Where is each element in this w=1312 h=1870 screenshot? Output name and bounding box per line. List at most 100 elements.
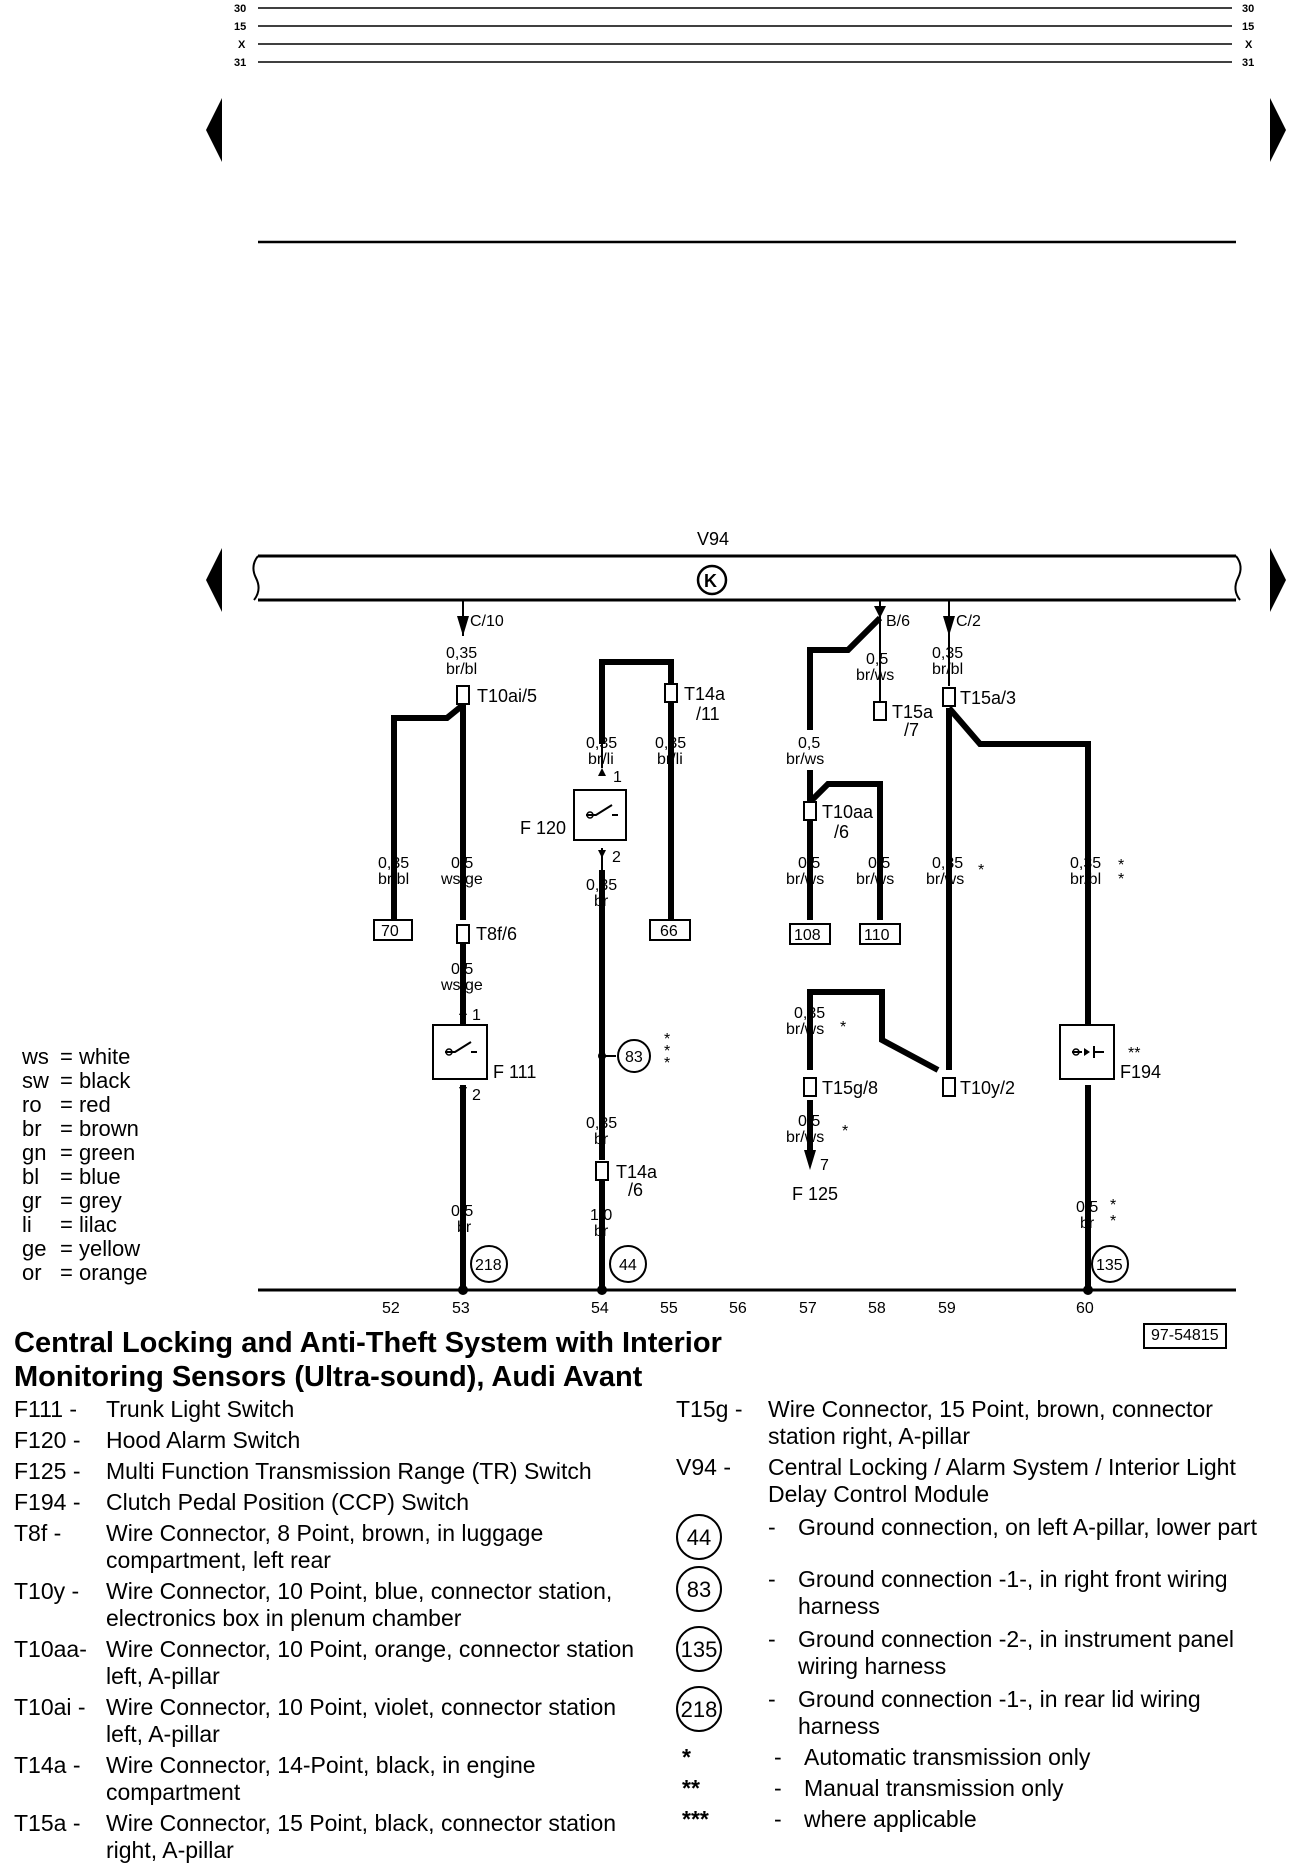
color-legend-row: li = lilac [22, 1213, 147, 1237]
wire-color: ws/ge [440, 977, 483, 994]
legend-item: T10aa-Wire Connector, 10 Point, orange, … [14, 1636, 654, 1690]
legend-note-code: ** [682, 1775, 700, 1801]
wire-size: 0,35 [586, 877, 617, 894]
legend-dash: - [774, 1806, 782, 1832]
legend-description: Wire Connector, 10 Point, violet, connec… [106, 1694, 617, 1747]
legend-code: T15a - [14, 1810, 81, 1836]
legend-item: T10ai -Wire Connector, 10 Point, violet,… [14, 1694, 654, 1748]
color-legend-row: ge= yellow [22, 1237, 147, 1261]
legend-item: * -Automatic transmission only [676, 1744, 1276, 1771]
continue-left-arrow-icon [206, 548, 222, 612]
legend-code: F125 - [14, 1458, 81, 1484]
legend-item: V94 -Central Locking / Alarm System / In… [676, 1454, 1276, 1508]
component-label-f194: F194 [1120, 1062, 1161, 1082]
wire-size: 0,35 [1070, 855, 1101, 872]
ref-box-label: 70 [381, 923, 399, 940]
wire-color: br/bl [1070, 871, 1101, 888]
note-marker: * [664, 1043, 670, 1060]
legend-code: F194 - [14, 1489, 81, 1515]
legend-ground-code: 83 [676, 1566, 768, 1620]
continue-right-arrow-icon [1270, 98, 1286, 162]
legend-description: Wire Connector, 10 Point, orange, connec… [106, 1636, 635, 1689]
wire-size: 0,35 [932, 645, 963, 662]
wire-color: br/ws [786, 871, 824, 888]
color-abbr: li [22, 1212, 32, 1237]
control-module-v94: V94 K [252, 529, 1242, 602]
ground-label: 218 [475, 1257, 502, 1274]
legend-item: ***-where applicable [676, 1806, 1276, 1833]
rail-label: 15 [1242, 21, 1254, 33]
legend-description: Automatic transmission only [804, 1744, 1091, 1770]
legend-description: Wire Connector, 8 Point, brown, in lugga… [106, 1520, 544, 1573]
legend-dash: - [774, 1775, 782, 1801]
note-markers: * * * * * * * * * * [664, 857, 1124, 1230]
legend-item: F125 -Multi Function Transmission Range … [14, 1458, 654, 1485]
wire-size: 0,35 [586, 1115, 617, 1132]
color-equals: = [60, 1212, 79, 1237]
legend-ground-code: 218 [676, 1686, 768, 1740]
wire-color: br [1080, 1215, 1095, 1232]
connector-label: T10ai/5 [477, 686, 537, 706]
legend-dash: - [768, 1626, 776, 1652]
color-name: grey [78, 1188, 122, 1213]
track-number: 59 [938, 1300, 956, 1317]
component-label-f120: F 120 [520, 818, 566, 838]
color-equals: = [60, 1068, 79, 1093]
connector-label: T14a [684, 684, 726, 704]
track-number: 55 [660, 1300, 678, 1317]
color-equals: = [60, 1164, 79, 1189]
color-name: lilac [78, 1212, 117, 1237]
pin-label: C/2 [956, 613, 981, 630]
color-abbr: sw [22, 1068, 49, 1093]
wire-size: 0,5 [798, 855, 820, 872]
note-marker: * [1118, 857, 1124, 874]
legend-item: F111 -Trunk Light Switch [14, 1396, 654, 1423]
note-marker: * [664, 1031, 670, 1048]
color-equals: = [60, 1044, 79, 1069]
wire-size: 0,35 [446, 645, 477, 662]
wire-size: 1,0 [590, 1207, 612, 1224]
legend-note-code: * [682, 1744, 691, 1770]
rail-label: X [238, 39, 246, 51]
legend-item: F194 -Clutch Pedal Position (CCP) Switch [14, 1489, 654, 1516]
rail-label: 30 [1242, 3, 1254, 15]
color-legend-row: ro= red [22, 1093, 147, 1117]
wire-size: 0,35 [932, 855, 963, 872]
legend-code: T10y - [14, 1578, 80, 1604]
wire-color: br/bl [446, 661, 477, 678]
wire-color: br/ws [786, 1021, 824, 1038]
color-name: orange [78, 1260, 148, 1285]
track-number: 52 [382, 1300, 400, 1317]
color-legend-row: gn= green [22, 1141, 147, 1165]
legend-dash: - [774, 1744, 782, 1770]
ground-label: 83 [625, 1049, 643, 1066]
color-abbr: ro [22, 1092, 42, 1117]
continue-left-arrow-icon [206, 98, 222, 162]
module-symbol-icon [696, 564, 728, 596]
color-name: red [78, 1092, 111, 1117]
connector-label: /11 [696, 704, 720, 724]
note-marker: * [1118, 871, 1124, 888]
wire-color: br/bl [378, 871, 409, 888]
legend-dash: - [768, 1514, 776, 1540]
connector-label: T8f/6 [476, 924, 517, 944]
color-legend-row: sw= black [22, 1069, 147, 1093]
connector-symbols [456, 683, 956, 1181]
ground-symbol: 44 [676, 1514, 722, 1560]
wire-color: br [594, 1131, 609, 1148]
legend-description: Wire Connector, 14-Point, black, in engi… [106, 1752, 536, 1805]
ground-connections [458, 1039, 1129, 1295]
wire-size: 0,35 [378, 855, 409, 872]
legend-dash: - [768, 1686, 776, 1712]
legend-item: **-Manual transmission only [676, 1775, 1276, 1802]
connector-label: T15g/8 [822, 1078, 878, 1098]
wire-size: 0,5 [451, 855, 473, 872]
legend-item: 218-Ground connection -1-, in rear lid w… [676, 1686, 1276, 1740]
connector-label: /6 [834, 822, 849, 842]
wiring-diagram: 30 15 X 31 30 15 X 31 V94 K [206, 3, 1286, 1317]
color-abbr: bl [22, 1164, 40, 1189]
rail-labels-left: 30 15 X 31 [234, 3, 246, 69]
wire-color: br [594, 1223, 609, 1240]
reference-number: 97-54815 [1143, 1323, 1227, 1349]
